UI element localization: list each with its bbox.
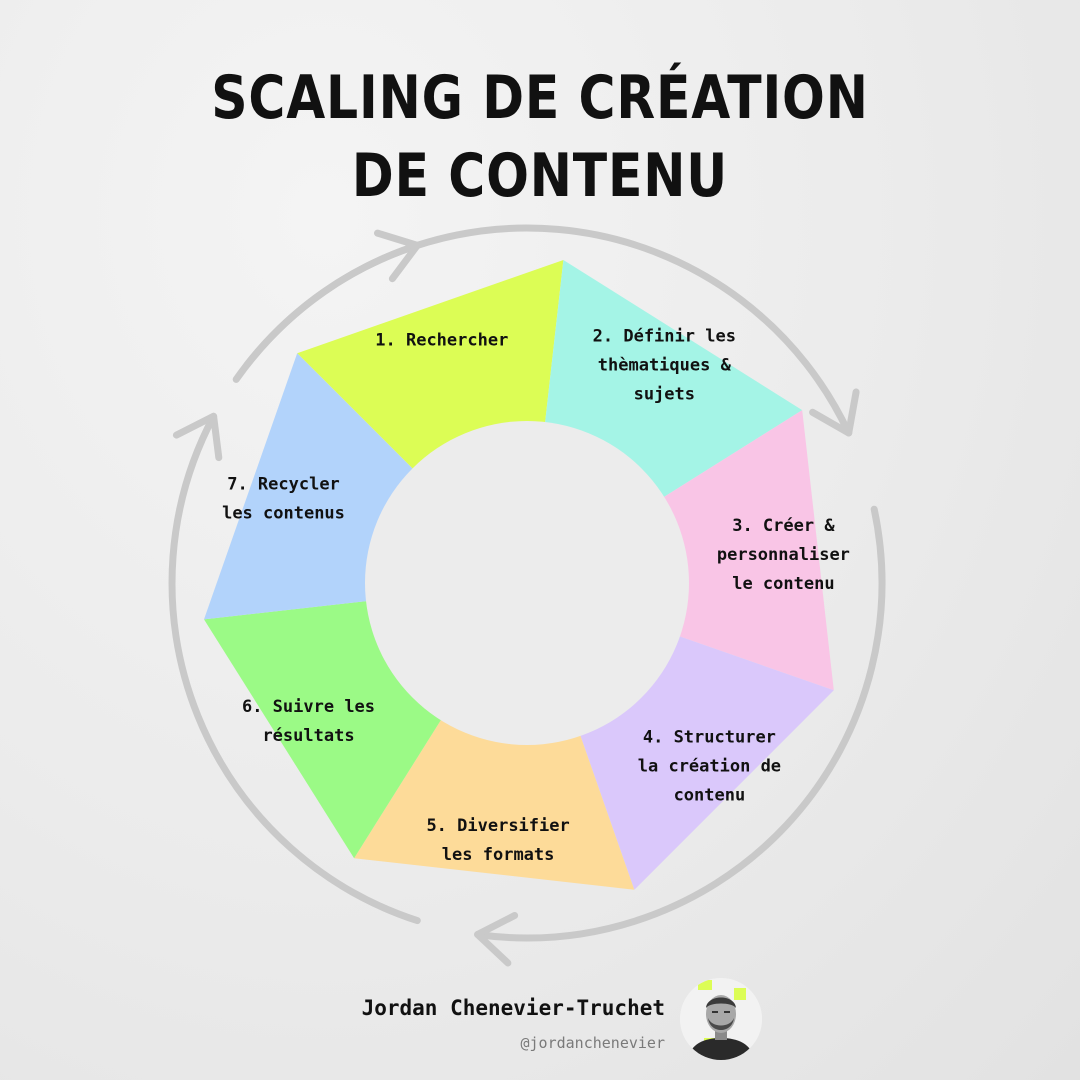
cycle-arrowhead-2	[474, 912, 519, 967]
author-name: Jordan Chenevier-Truchet	[361, 996, 665, 1020]
cycle-arc-2	[474, 505, 886, 942]
cycle-step-label-1: 1. Rechercher	[375, 331, 508, 351]
donut-hole	[365, 421, 689, 745]
cycle-arrowhead-1	[809, 388, 860, 437]
cycle-arrowhead-4	[374, 229, 421, 283]
cycle-arc-4	[243, 241, 421, 368]
page-title-line-2: DE CONTENU	[351, 141, 729, 211]
avatar-accent	[698, 980, 712, 990]
author-handle: @jordanchenevier	[520, 1034, 666, 1052]
page-title-line-1: SCALING DE CRÉATION	[211, 63, 869, 133]
avatar-accent	[734, 988, 746, 1000]
cycle-arc-3	[168, 412, 421, 925]
author-avatar	[680, 978, 762, 1060]
cycle-arrowhead-3	[172, 412, 223, 462]
cycle-arrows-ring	[168, 224, 886, 967]
avatar-image	[680, 978, 762, 1060]
